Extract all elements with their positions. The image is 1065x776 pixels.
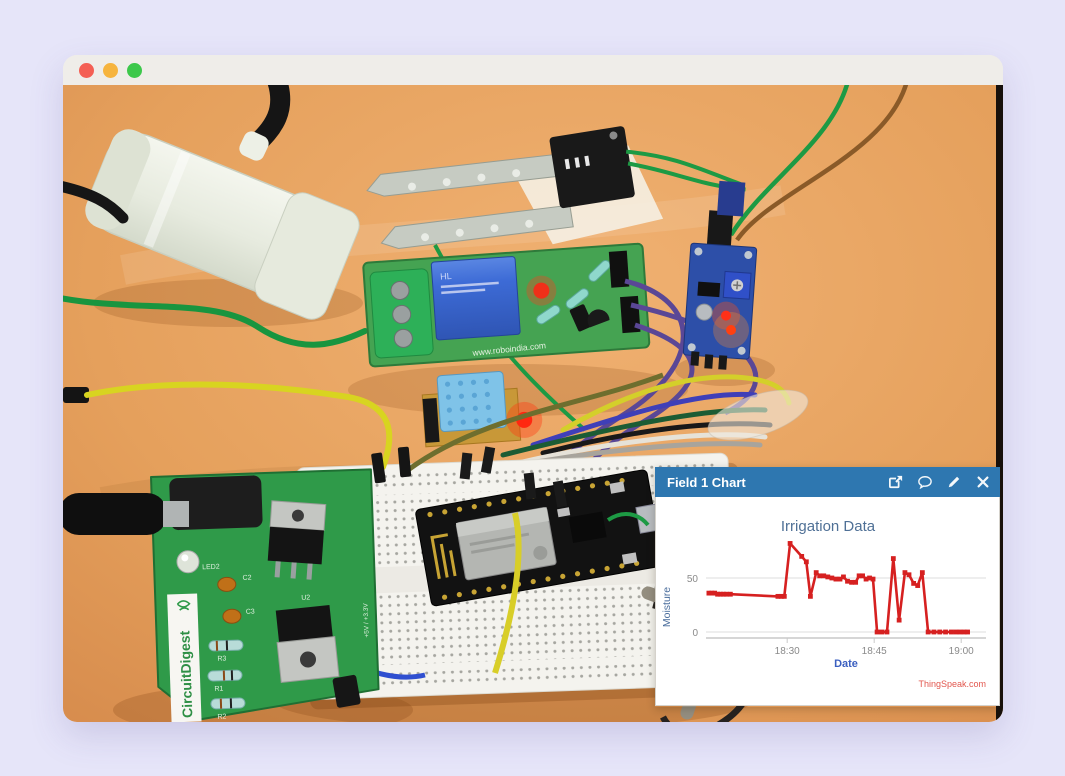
silk-u2: U2 xyxy=(301,595,310,602)
relay xyxy=(430,256,521,341)
circuitdigest-brand: CircuitDigest xyxy=(176,630,195,718)
x-axis-label: Date xyxy=(834,658,858,670)
close-window-button[interactable] xyxy=(79,62,94,78)
silk-r2: R2 xyxy=(217,714,226,721)
silk-r1: R1 xyxy=(214,686,223,693)
voltage-regulator-1 xyxy=(267,500,327,580)
minimize-window-button[interactable] xyxy=(103,62,118,78)
silk-c2: C2 xyxy=(242,575,251,582)
olive-wire xyxy=(406,372,664,473)
relay-led xyxy=(533,282,550,299)
brand-label-strip xyxy=(167,593,202,722)
yellow-nodemcu-wire xyxy=(492,512,522,674)
relay-marking: HL xyxy=(440,271,452,282)
comment-icon[interactable] xyxy=(918,475,932,489)
silk-c3: C3 xyxy=(246,608,255,615)
app-window: HL www.roboindia.com xyxy=(63,55,1003,722)
iot-irrigation-photo: HL www.roboindia.com xyxy=(63,85,1003,722)
window-titlebar xyxy=(63,55,1003,85)
breadboard-connectors xyxy=(459,446,568,508)
external-link-icon[interactable] xyxy=(889,475,903,489)
silk-led2: LED2 xyxy=(202,564,220,572)
soil-moisture-probe xyxy=(366,126,746,249)
wire-bundle xyxy=(490,374,809,473)
resistors xyxy=(536,260,611,325)
irrigation-chart: Irrigation Data Moisture Date ThingSpeak… xyxy=(661,518,986,689)
silk-voltage-label: +5V / +3.3V xyxy=(363,602,371,637)
zoom-window-button[interactable] xyxy=(127,62,142,78)
chart-panel-header: Field 1 Chart xyxy=(655,467,1000,497)
module-status-led xyxy=(726,325,737,336)
close-icon[interactable] xyxy=(976,475,990,489)
brown-sensor-wire xyxy=(735,85,908,242)
green-sensor-wire xyxy=(729,85,850,237)
moisture-sensor-module xyxy=(682,180,758,370)
silk-r3: R3 xyxy=(217,655,226,662)
board-resistors xyxy=(207,639,246,710)
nodemcu-board xyxy=(415,469,664,607)
probe-connector xyxy=(549,126,635,209)
relay-module: HL www.roboindia.com xyxy=(362,242,651,368)
black-wire xyxy=(63,181,129,224)
circuitdigest-logo xyxy=(176,600,191,611)
dc-barrel-jack xyxy=(169,475,263,531)
esp8266-antenna xyxy=(430,533,457,580)
svg-text:18:45: 18:45 xyxy=(862,646,887,657)
svg-text:0: 0 xyxy=(692,628,698,639)
power-led xyxy=(176,550,200,574)
svg-text:18:30: 18:30 xyxy=(775,646,800,657)
project-photo: HL www.roboindia.com xyxy=(63,85,1003,722)
chart-panel-title: Field 1 Chart xyxy=(667,474,746,490)
chart-body: Irrigation Data Moisture Date ThingSpeak… xyxy=(655,497,1000,706)
tape-wrap xyxy=(707,389,809,441)
power-supply-board: CircuitDigest LED2 C2 C3 xyxy=(150,468,380,722)
water-pump xyxy=(85,85,360,320)
svg-text:19:00: 19:00 xyxy=(949,646,974,657)
thingspeak-chart-panel: Field 1 Chart Irrigation Data Moisture D… xyxy=(655,467,1000,707)
blue-dupont-connector xyxy=(717,180,746,217)
yellow-supply-wire xyxy=(84,381,393,470)
thingspeak-watermark[interactable]: ThingSpeak.com xyxy=(918,679,986,689)
chart-title: Irrigation Data xyxy=(781,518,876,535)
module-power-led xyxy=(721,310,732,321)
edit-icon[interactable] xyxy=(947,475,961,489)
svg-text:50: 50 xyxy=(687,574,699,585)
voltage-regulator-2 xyxy=(275,604,340,683)
dht11-sensor xyxy=(421,371,543,448)
dc-power-plug xyxy=(63,493,167,535)
y-axis-label: Moisture xyxy=(661,587,673,627)
green-wire-pump-to-relay xyxy=(63,295,368,348)
